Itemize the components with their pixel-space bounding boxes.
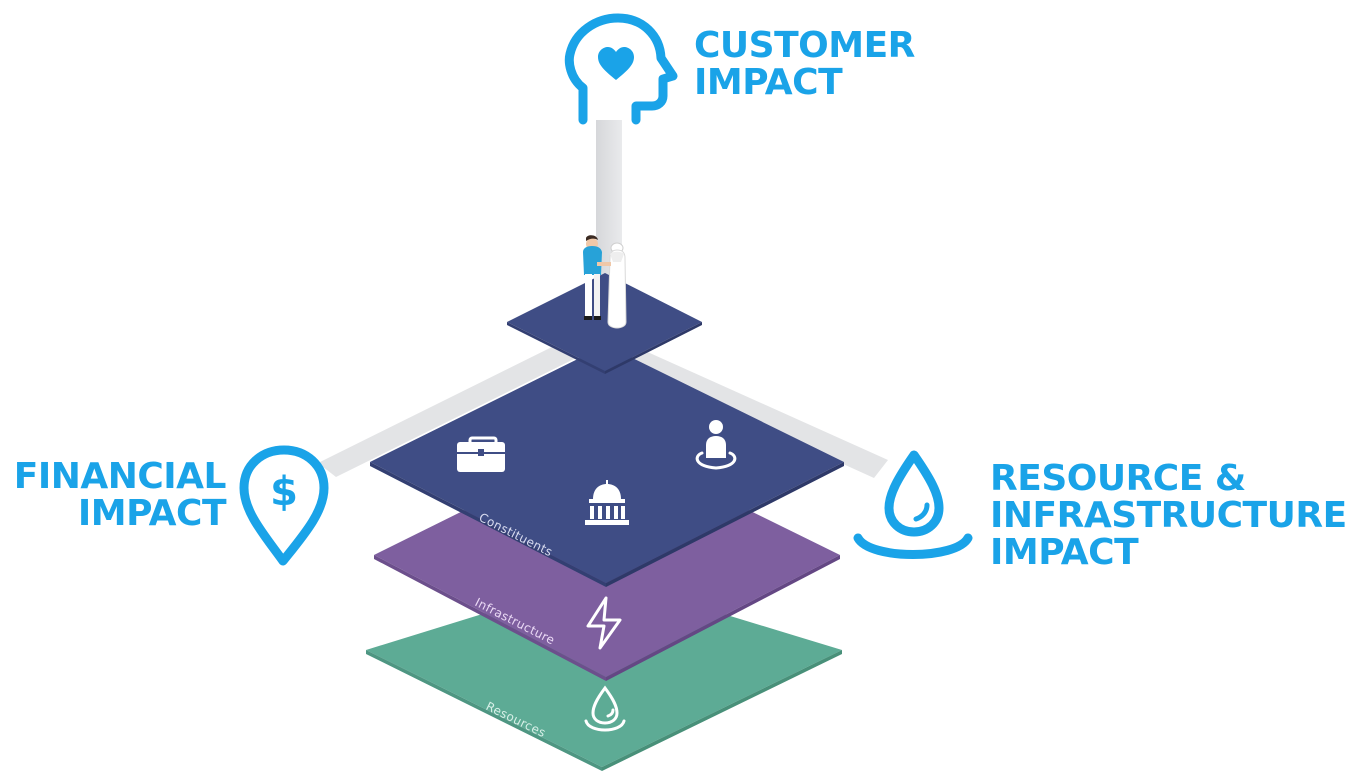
financial-impact-line2: IMPACT — [77, 493, 227, 534]
resource-impact-line1: RESOURCE & — [990, 458, 1246, 499]
customer-impact-label: CUSTOMER IMPACT — [694, 27, 915, 101]
dollar-pin-icon: $ — [239, 445, 329, 566]
resource-axis-bar — [618, 345, 888, 478]
people-illustration — [583, 235, 627, 329]
constituents-layer-top — [370, 345, 844, 583]
water-drop-small-icon — [584, 685, 626, 732]
resource-impact-label: RESOURCE & INFRASTRUCTURE IMPACT — [990, 460, 1345, 571]
customer-impact-line2: IMPACT — [694, 62, 843, 103]
constituents-layer-edge — [370, 462, 606, 587]
person-location-icon — [695, 420, 737, 470]
government-building-icon — [585, 480, 629, 525]
head-heart-icon — [564, 13, 678, 125]
resources-layer-edge — [366, 650, 602, 771]
resource-impact-line3: IMPACT — [990, 532, 1139, 573]
top-platform — [507, 273, 702, 374]
resource-impact-line2: INFRASTRUCTURE — [990, 495, 1345, 536]
axis-bars — [318, 120, 888, 478]
top-platform-top — [507, 273, 702, 371]
financial-axis-bar — [318, 343, 578, 477]
svg-text:$: $ — [270, 469, 298, 515]
customer-impact-line1: CUSTOMER — [694, 25, 915, 66]
water-drop-icon — [853, 450, 973, 559]
briefcase-icon — [457, 436, 505, 472]
lightning-bolt-icon — [586, 596, 622, 650]
financial-impact-label: FINANCIAL IMPACT — [12, 456, 227, 534]
infrastructure-layer-edge — [374, 555, 606, 681]
financial-impact-line1: FINANCIAL — [13, 456, 227, 497]
